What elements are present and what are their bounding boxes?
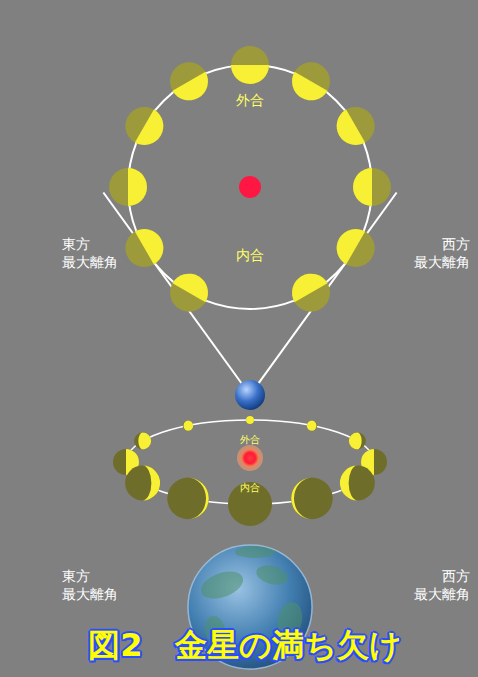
elongation-label: 東方 最大離角 bbox=[62, 568, 125, 603]
venus-orbit bbox=[126, 420, 374, 504]
venus-orbit bbox=[128, 65, 372, 309]
venus-dark-side bbox=[349, 433, 366, 450]
venus-disc bbox=[285, 267, 330, 312]
venus-dark-side bbox=[167, 478, 209, 520]
venus-lit-side bbox=[188, 478, 209, 520]
venus-lit-side bbox=[183, 420, 193, 430]
venus-dark-side bbox=[134, 433, 151, 450]
venus-disc bbox=[353, 168, 391, 206]
venus-lit-side bbox=[340, 466, 358, 501]
figure-title: 図2 金星の満ち欠け bbox=[88, 624, 401, 668]
venus-lit-side bbox=[143, 466, 161, 501]
conjunction-label: 外合 bbox=[240, 434, 260, 447]
venus-lit-side bbox=[128, 168, 147, 206]
tangent-line bbox=[250, 193, 397, 395]
sun bbox=[241, 449, 259, 467]
elongation-label: 西方 最大離角 bbox=[407, 568, 470, 603]
venus-dark-side bbox=[231, 46, 269, 84]
continent bbox=[197, 566, 247, 604]
venus-dark-side bbox=[291, 478, 333, 520]
sun bbox=[239, 176, 261, 198]
elongation-label: 西方 最大離角 bbox=[407, 236, 470, 271]
venus-phase-disc bbox=[246, 416, 254, 424]
venus-phase-disc bbox=[125, 466, 160, 501]
venus-phase-disc bbox=[349, 433, 366, 450]
venus-lit-side bbox=[231, 65, 269, 84]
venus-disc bbox=[330, 222, 375, 267]
venus-lit-side bbox=[330, 222, 365, 264]
venus-lit-side bbox=[285, 267, 327, 302]
venus-phase-disc bbox=[291, 478, 333, 520]
earth bbox=[235, 380, 265, 410]
venus-phase-disc bbox=[134, 433, 151, 450]
venus-phase-disc bbox=[183, 420, 193, 430]
tangent-line bbox=[103, 193, 250, 395]
conjunction-label: 内合 bbox=[240, 482, 260, 495]
venus-lit-side bbox=[353, 168, 372, 206]
venus-lit-side bbox=[173, 267, 215, 302]
venus-dark-side bbox=[340, 466, 375, 501]
venus-dark-side bbox=[307, 420, 317, 430]
sun-glow bbox=[237, 445, 263, 471]
venus-lit-side bbox=[307, 420, 317, 430]
venus-dark-side bbox=[228, 482, 272, 526]
venus-lit-side bbox=[135, 222, 170, 264]
venus-lit-side bbox=[291, 478, 312, 520]
venus-disc bbox=[109, 168, 147, 206]
venus-disc bbox=[125, 222, 170, 267]
venus-lit-side bbox=[330, 110, 365, 152]
venus-phase-disc bbox=[228, 482, 272, 526]
venus-dark-side bbox=[109, 168, 147, 206]
venus-lit-side bbox=[246, 416, 254, 424]
venus-dark-side bbox=[353, 168, 391, 206]
venus-disc bbox=[330, 107, 375, 152]
venus-lit-side bbox=[135, 110, 170, 152]
venus-disc bbox=[231, 46, 269, 84]
venus-phase-disc bbox=[340, 466, 375, 501]
venus-lit-side bbox=[285, 72, 327, 107]
venus-phase-disc bbox=[307, 420, 317, 430]
venus-dark-side bbox=[183, 420, 193, 430]
venus-lit-side bbox=[138, 433, 151, 450]
venus-disc bbox=[125, 107, 170, 152]
conjunction-label: 外合 bbox=[236, 92, 264, 110]
venus-phase-disc bbox=[167, 478, 209, 520]
venus-lit-side bbox=[349, 433, 362, 450]
elongation-label: 東方 最大離角 bbox=[62, 236, 125, 271]
venus-disc bbox=[170, 267, 215, 312]
continent bbox=[254, 562, 290, 588]
venus-disc bbox=[170, 62, 215, 107]
venus-lit-side bbox=[173, 72, 215, 107]
top-view bbox=[103, 46, 396, 410]
venus-dark-side bbox=[246, 416, 254, 424]
venus-disc bbox=[285, 62, 330, 107]
conjunction-label: 内合 bbox=[236, 247, 264, 265]
venus-dark-side bbox=[125, 466, 160, 501]
